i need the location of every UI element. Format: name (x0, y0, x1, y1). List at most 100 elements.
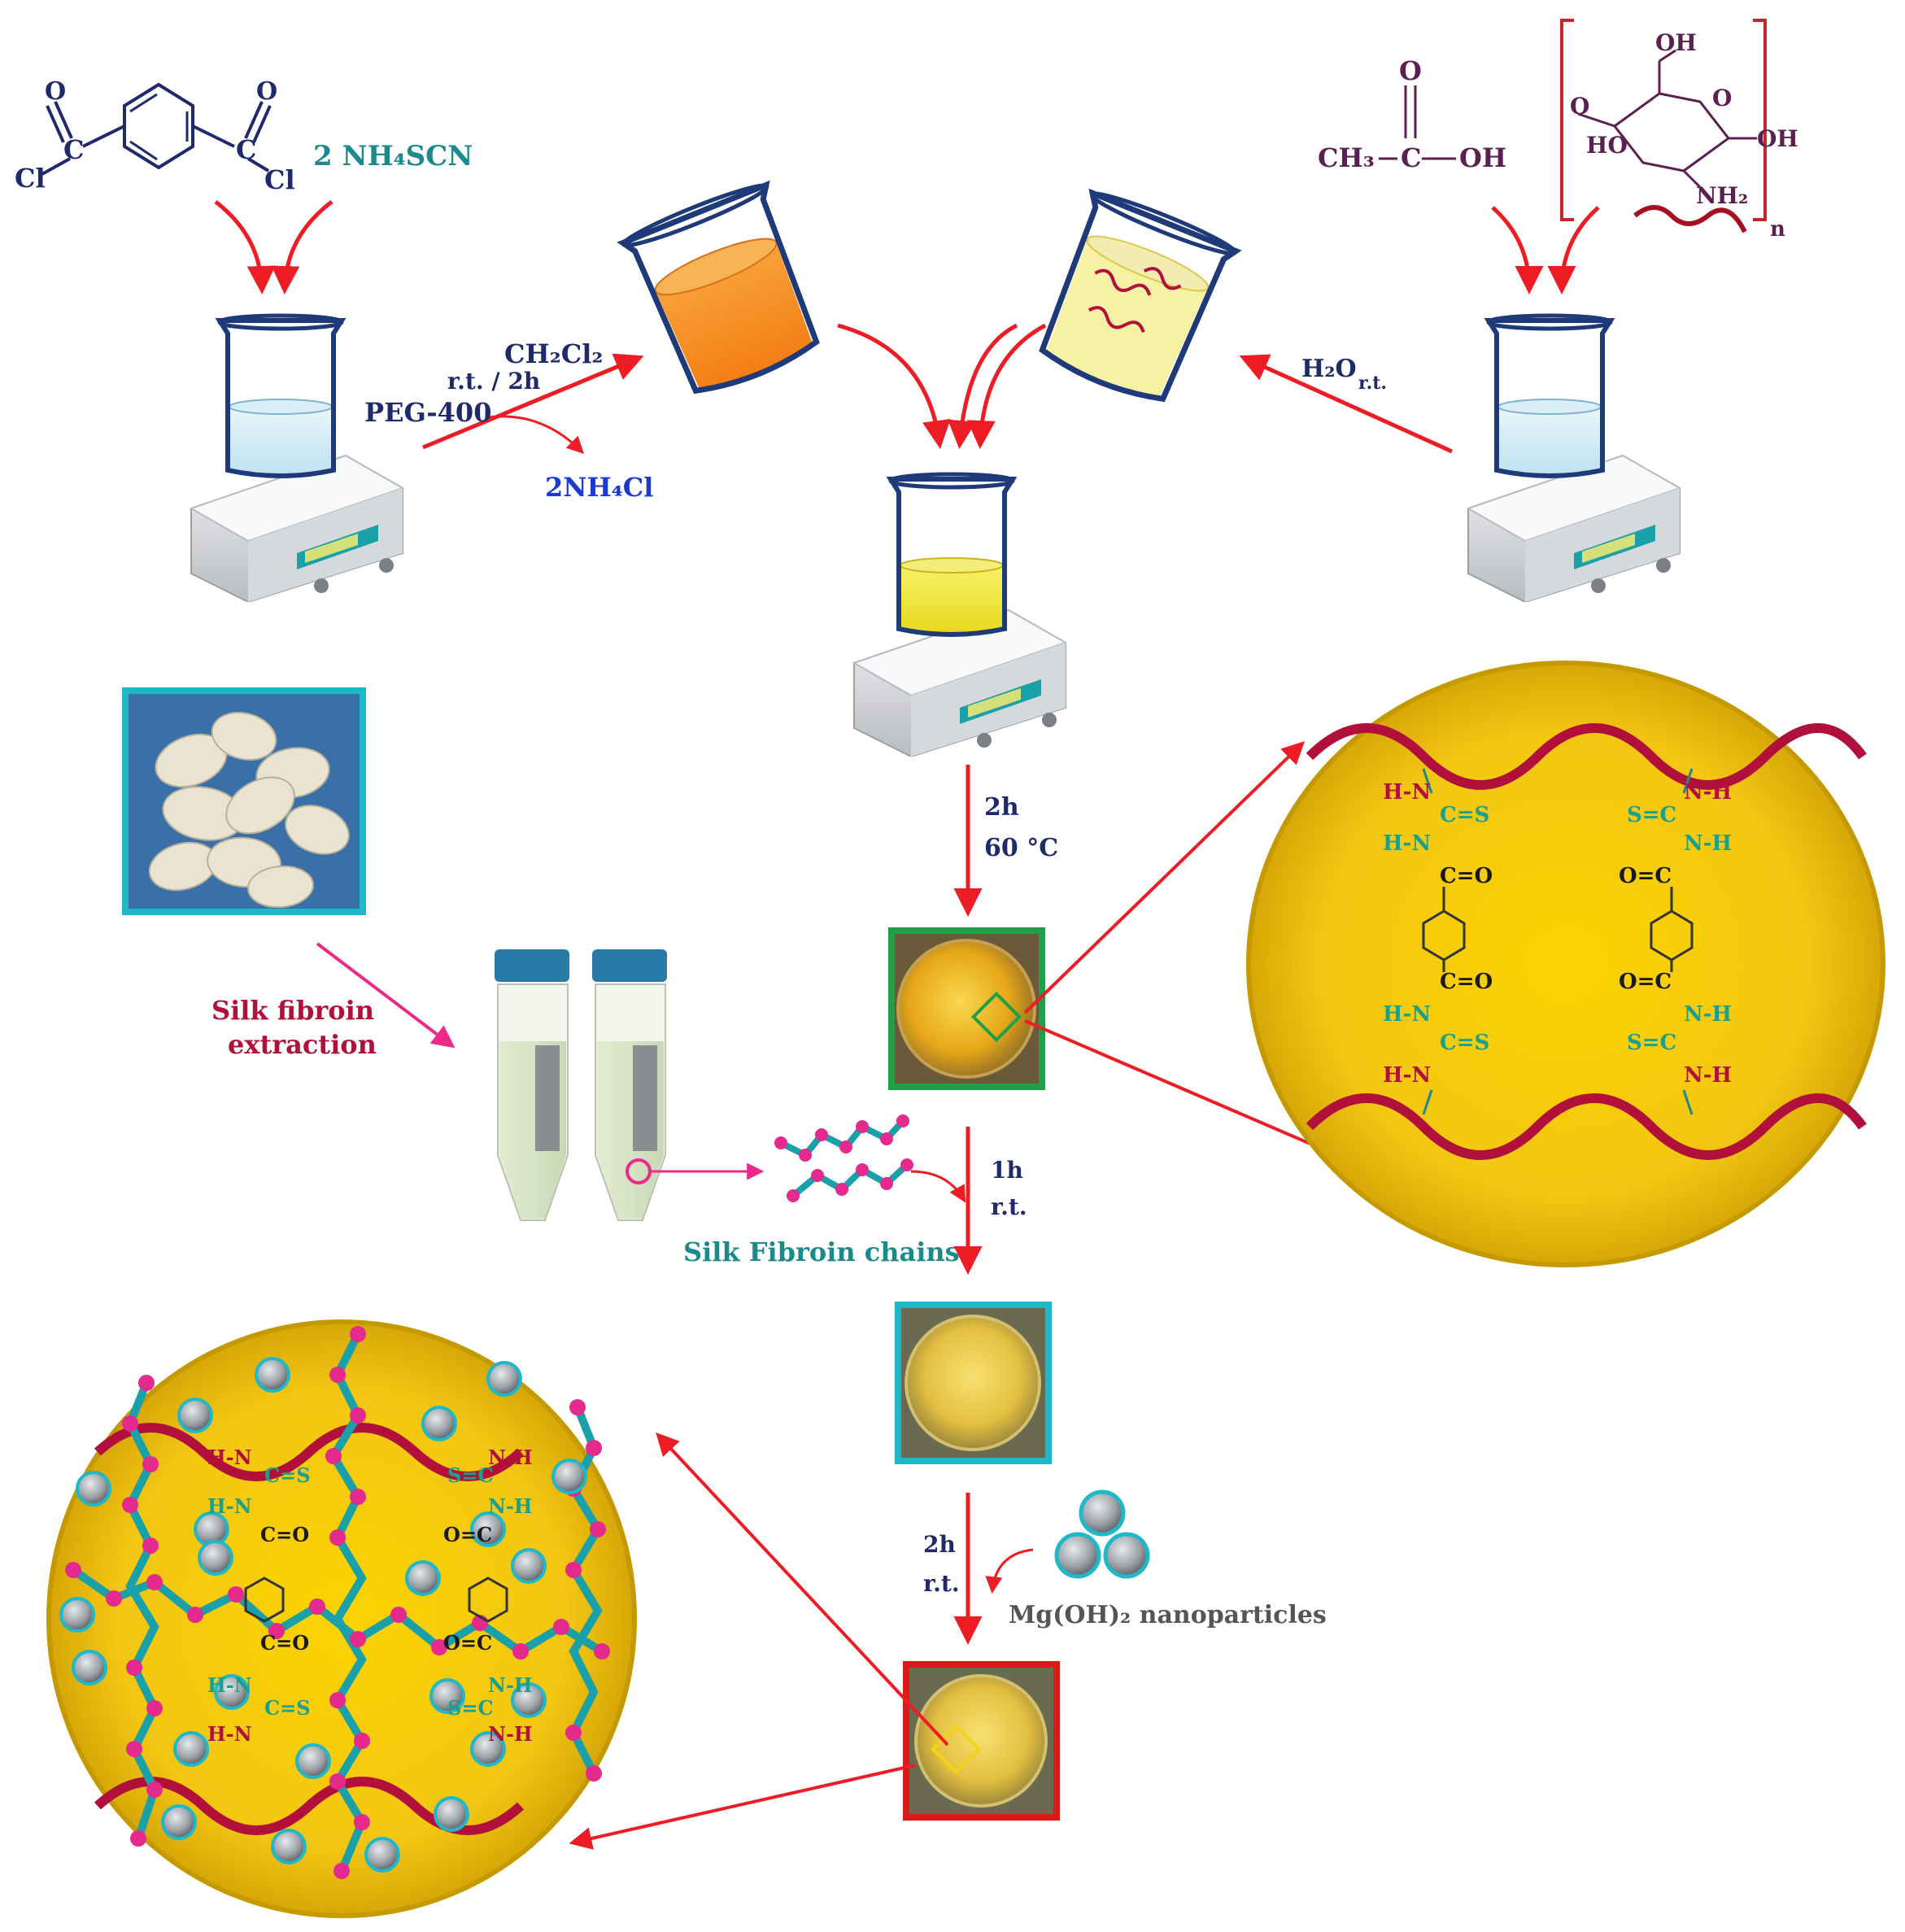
oxygen-label-right: O (256, 77, 277, 106)
acetic-acid-structure: CH₃ C OH O (1318, 55, 1506, 173)
rt-2h-label: r.t. / 2h (447, 368, 540, 395)
reagent-arrow-right-b (1547, 206, 1600, 294)
nc-oc-bottom-right: O=C (443, 1631, 492, 1655)
chitosan-chain-squiggle (1633, 205, 1747, 233)
chitosan-structure: n OH O OH HO NH₂ O (1560, 19, 1798, 242)
hn-top-left: H-N (1383, 780, 1431, 805)
sc-top-right: S=C (1627, 803, 1676, 827)
right-stirrer-beaker (1467, 316, 1680, 602)
chitosan-beaker-tilted (1039, 188, 1242, 403)
nc-hn-bottom-left: H-N (207, 1722, 252, 1746)
ammonium-thiocyanate-label: 2 NH₄SCN (313, 140, 473, 172)
acetic-o-label: O (1399, 55, 1422, 86)
zoom-arrow-lower-right (1024, 1019, 1351, 1163)
cs-bottom-left: C=S (1440, 1031, 1489, 1055)
hn-low-left: H-N (1383, 1002, 1431, 1027)
ch2cl2-label: CH₂Cl₂ (504, 338, 603, 369)
hn-mid-left: H-N (1383, 831, 1431, 856)
nanocomposite-linker-right: N-H S=C N-H O=C O=C N-H S=C N-H (443, 1446, 533, 1746)
linker-left: H-N C=S H-N C=O C=O H-N C=S H-N (1383, 768, 1493, 1115)
centrifuge-tube-right (592, 949, 667, 1221)
pour-arrow-left-2 (947, 323, 1018, 449)
pour-arrow-right-1 (966, 323, 1047, 449)
step2-temp-label: r.t. (991, 1193, 1027, 1220)
nh-mid-right: N-H (1684, 831, 1732, 856)
reagent-arrow-right-a (1491, 206, 1544, 294)
nc-co-bottom-left: C=O (260, 1631, 309, 1655)
co-bottom-left: C=O (1440, 970, 1493, 994)
step3-temp-label: r.t. (923, 1570, 960, 1597)
chitosan-oh-top: OH (1655, 29, 1697, 56)
centrifuge-tube-left (495, 949, 569, 1221)
nh-low-right: N-H (1684, 1002, 1732, 1027)
pour-arrow-left-1 (837, 323, 951, 449)
silk-fibroin-chains-icon (774, 1114, 913, 1202)
nc-oc-top-right: O=C (443, 1523, 492, 1546)
nc-hn-mid-left: H-N (207, 1494, 252, 1518)
reagent-arrow-left-b (271, 200, 333, 294)
nc-cs-bottom-left: C=S (264, 1696, 311, 1720)
repeat-n-label: n (1770, 217, 1785, 242)
nc-cs-top-left: C=S (264, 1463, 311, 1487)
chitosan-oh-right: OH (1757, 125, 1798, 152)
oxygen-label-left: O (45, 77, 66, 106)
reaction-arrow-left (422, 353, 644, 450)
byproduct-arrow (487, 415, 584, 454)
h2o-label: H₂O (1301, 355, 1357, 383)
crosslinked-hydrogel-zoom: H-N C=S H-N C=O C=O H-N C=S H-N N-H S=C … (1246, 661, 1885, 1267)
oc-top-right: O=C (1619, 864, 1672, 888)
silk-cocoons-photo (122, 687, 366, 915)
step1-temp-label: 60 °C (984, 834, 1058, 862)
nc-nh-mid-right: N-H (488, 1494, 533, 1518)
nc-nh-top-right: N-H (488, 1446, 533, 1469)
mg-nanoparticles-label: Mg(OH)₂ nanoparticles (1009, 1601, 1327, 1629)
h2o-rt-label: r.t. (1358, 373, 1387, 394)
reagent-arrow-left-a (214, 200, 276, 294)
zoom-arrow-upper-left (656, 1432, 949, 1747)
zoom-arrow-lower-left (569, 1764, 916, 1850)
center-stirrer-beaker (853, 474, 1066, 757)
chitosan-ho: HO (1586, 132, 1628, 159)
nanocomposite-zoom: H-N C=S H-N C=O C=O H-N C=S H-N N-H S=C … (46, 1319, 637, 1918)
linker-right: N-H S=C N-H O=C O=C N-H S=C N-H (1619, 768, 1732, 1115)
chlorine-label-right: Cl (264, 164, 295, 195)
mg-nanoparticles-icon (1054, 1489, 1150, 1579)
dish-photo-cyan-frame (895, 1302, 1052, 1464)
carbon-label-right: C (236, 134, 256, 165)
peg-400-label: PEG-400 (364, 397, 491, 428)
nc-hn-low-left: H-N (207, 1673, 252, 1697)
nh-bottom-right: N-H (1684, 1063, 1732, 1088)
cs-top-left: C=S (1440, 803, 1489, 827)
mg-addition-arrow (985, 1548, 1034, 1594)
zoom-arrow-upper-right (1023, 741, 1306, 1014)
dish-photo-red-frame (903, 1661, 1060, 1821)
nc-sc-bottom-right: S=C (447, 1696, 494, 1720)
chitosan-nh2: NH₂ (1696, 182, 1748, 209)
chlorine-label-left: Cl (15, 163, 46, 194)
step2-time-label: 1h (991, 1157, 1023, 1184)
nanocomposite-linker-left: H-N C=S H-N C=O C=O H-N C=S H-N (207, 1446, 311, 1746)
nh4cl-byproduct-label: 2NH₄Cl (545, 472, 653, 503)
nc-hn-top-left: H-N (207, 1446, 252, 1469)
hn-bottom-left: H-N (1383, 1063, 1431, 1088)
silk-extraction-arrow (316, 942, 456, 1049)
silk-extraction-label-line1: Silk fibroin (211, 995, 374, 1026)
nc-nh-low-right: N-H (488, 1673, 533, 1697)
step3-time-label: 2h (923, 1531, 956, 1558)
terephthaloyl-chloride-structure: O O C C Cl Cl (15, 77, 295, 195)
sc-bottom-right: S=C (1627, 1031, 1676, 1055)
step1-time-label: 2h (984, 793, 1019, 822)
co-top-left: C=O (1440, 864, 1493, 888)
silk-extraction-label-line2: extraction (228, 1029, 377, 1060)
carbon-label-left: C (63, 134, 84, 165)
reaction-arrow-right (1239, 354, 1454, 454)
orange-beaker-tilted (617, 180, 820, 395)
chitosan-ring-o: O (1712, 85, 1732, 111)
nc-nh-bottom-right: N-H (488, 1722, 533, 1746)
nc-co-top-left: C=O (260, 1523, 309, 1546)
oc-bottom-right: O=C (1619, 970, 1672, 994)
acetic-c-label: C (1401, 142, 1421, 173)
acetic-oh-label: OH (1459, 142, 1506, 173)
left-stirrer-beaker (190, 316, 403, 602)
